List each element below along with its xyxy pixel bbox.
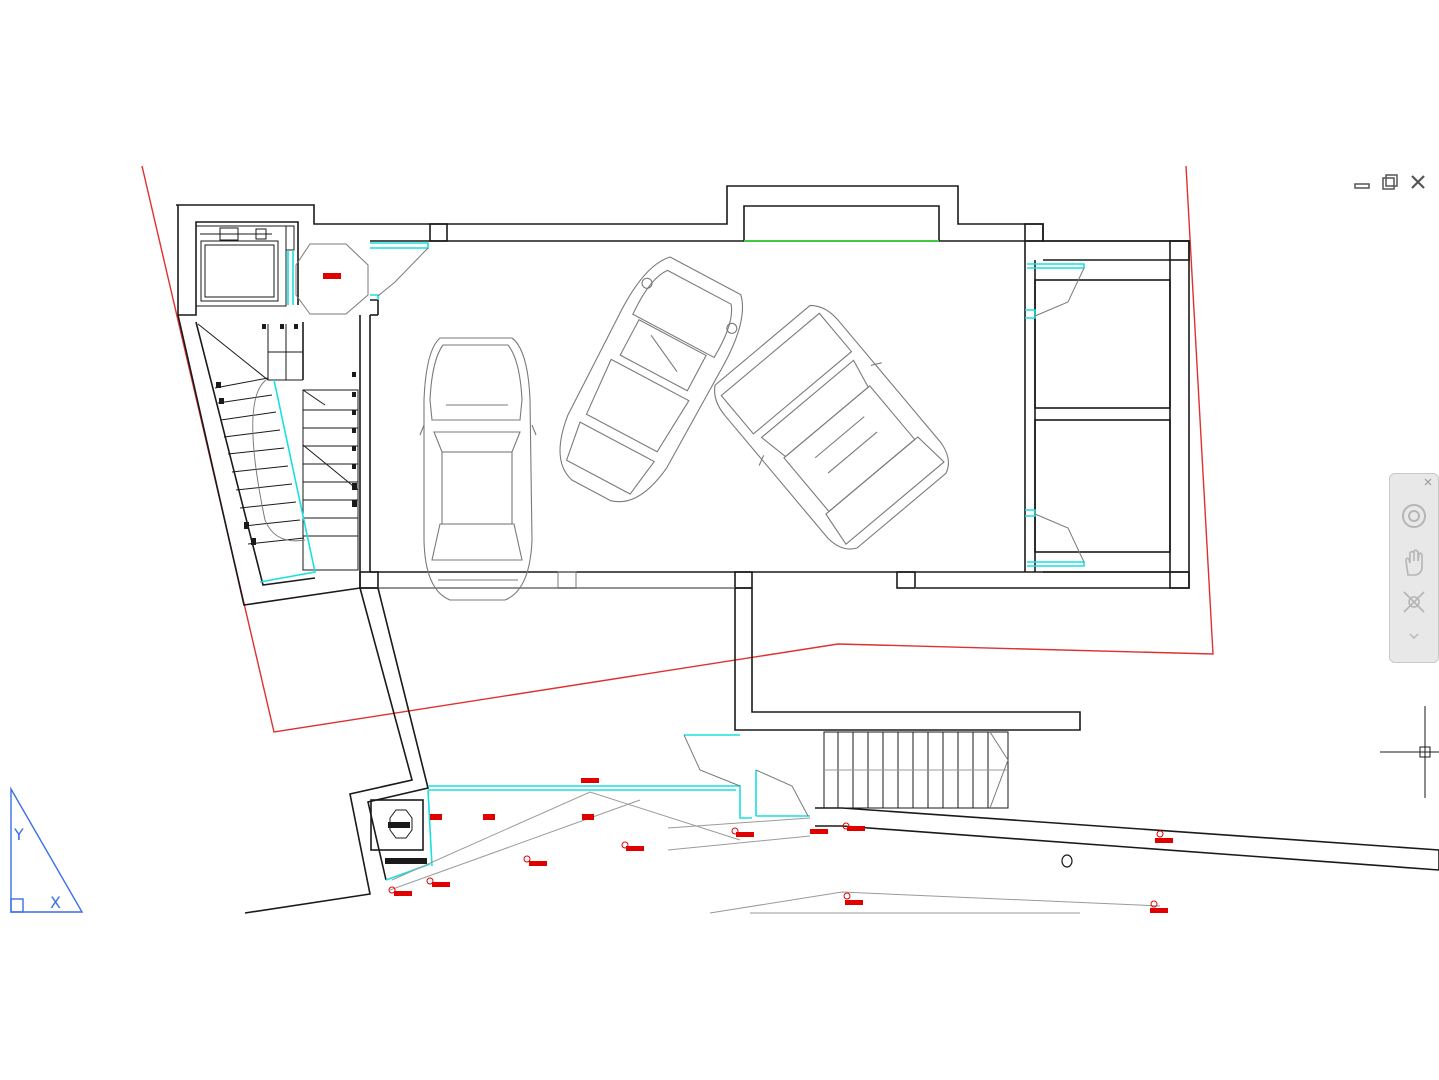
stair-walls: [177, 314, 361, 606]
staircase: [197, 323, 359, 571]
nav-dropdown-icon[interactable]: [1398, 620, 1430, 652]
car-sedan: [419, 337, 537, 601]
steering-wheel-icon[interactable]: [1398, 500, 1430, 532]
crosshair-cursor: [1380, 706, 1439, 798]
marker-circles: [388, 822, 1164, 908]
site-lines: [389, 791, 1161, 914]
driveway: [378, 571, 735, 589]
level-markers: [323, 273, 1173, 913]
car-coupe: [559, 256, 744, 503]
zoom-extents-icon[interactable]: [1398, 586, 1430, 618]
windows: [259, 242, 1085, 583]
pan-hand-icon[interactable]: [1398, 546, 1430, 578]
garage-walls: [176, 185, 1190, 589]
ucs-icon: Y X: [10, 786, 84, 913]
door-swings: [377, 247, 1085, 563]
elevator: [195, 225, 295, 307]
svg-text:Y: Y: [13, 825, 24, 844]
car-suv: [714, 304, 949, 550]
lower-walls: [244, 587, 1439, 914]
stair-markers: [216, 324, 357, 545]
nav-bar-close-icon[interactable]: [1420, 474, 1436, 490]
restore-icon[interactable]: [1379, 172, 1401, 192]
close-icon[interactable]: [1407, 172, 1429, 192]
navigation-bar: [1389, 473, 1439, 663]
lower-windows: [385, 734, 810, 881]
lower-door-swings: [683, 734, 809, 817]
minimize-icon[interactable]: [1351, 172, 1373, 192]
symbols: [385, 809, 1073, 868]
svg-text:X: X: [50, 893, 61, 912]
round-table: [295, 243, 369, 315]
outdoor-stairs: [823, 731, 1009, 809]
